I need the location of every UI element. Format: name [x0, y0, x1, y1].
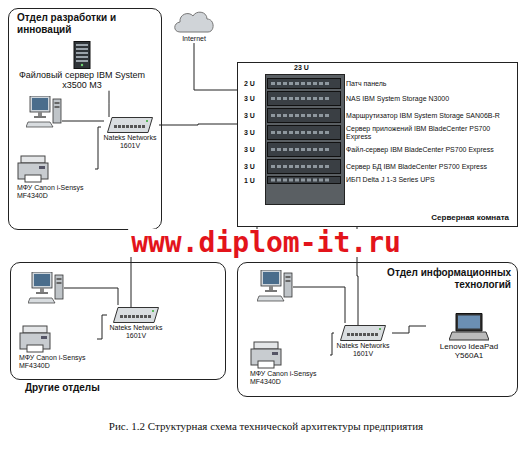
watermark: www.diplom-it.ru [128, 229, 404, 257]
device-label: Nateks Networks 1601V [101, 134, 159, 150]
department-box: Отдел разработки и инновацийФайловый сер… [8, 8, 162, 230]
device-label: Файловый сервер IBM System x3500 M3 [17, 70, 147, 91]
device-name: Файл-сервер IBM BladeCenter PS700 Expres… [346, 146, 510, 154]
pc-wire [64, 288, 118, 305]
dev-icon [267, 91, 341, 106]
switch-item: Nateks Networks 1601V [334, 325, 392, 358]
heading: Отдел разработки и инноваций [17, 12, 157, 36]
pc-wire [293, 287, 345, 323]
dev-icon [267, 108, 341, 123]
device-label: Lenovo IdeaPad Y560A1 [426, 342, 512, 360]
device-name: NAS IBM System Storage N3000 [346, 95, 510, 103]
device-label: Nateks Networks 1601V [107, 324, 165, 340]
switch-item: Nateks Networks 1601V [101, 117, 159, 150]
unit-size: 1 U [244, 177, 262, 184]
switch-icon [107, 117, 153, 133]
rack-unit: 3 U Сервер приложений IBM BladeCenter PS7… [244, 124, 510, 141]
mfp-icon [250, 341, 282, 369]
figure-caption: Рис. 1.2 Структурная схема технической а… [0, 420, 532, 432]
device-label: МФУ Canon i-Sensys MF4340D [19, 354, 97, 370]
heading: Другие отделы [25, 382, 100, 394]
unit-size: 2 U [244, 80, 262, 87]
network-link [95, 127, 101, 169]
unit-size: 3 U [244, 129, 262, 136]
device-name: Патч панель [346, 80, 510, 88]
cloud-icon [172, 8, 216, 34]
printer-item: МФУ Canon i-Sensys MF4340D [17, 155, 95, 200]
server-room-box: 23 U Серверная комната 2 U Патч панель 3 U NA… [237, 62, 518, 227]
heading: 23 U [294, 64, 309, 71]
switch-icon [340, 325, 386, 341]
network-link [97, 315, 107, 339]
device-name: Сервер приложений IBM BladeCenter PS700 … [346, 125, 510, 140]
department-box: Другие отделыNateks Networks 1601VМФУ Ca… [10, 262, 226, 380]
internet-cloud: Internet [172, 8, 216, 43]
unit-size: 3 U [244, 146, 262, 153]
network-link [392, 326, 426, 333]
pc-icon [257, 270, 292, 301]
dev-icon [267, 78, 341, 89]
pc-icon [26, 96, 61, 127]
mfp-icon [17, 155, 49, 183]
network-link [330, 333, 334, 355]
device-label: Internet [172, 35, 216, 43]
dev-icon [267, 176, 341, 184]
pc-wire [62, 121, 104, 122]
device-name: Сервер БД IBM BladeCenter PS700 Express [346, 163, 510, 171]
mfp-icon [19, 325, 51, 353]
printer-item: МФУ Canon i-Sensys MF4340D [250, 341, 330, 386]
pc-icon [28, 272, 63, 303]
network-link [194, 43, 237, 90]
network-link [109, 91, 110, 117]
dev-icon [267, 125, 341, 140]
switch-icon [113, 307, 159, 323]
device-label: МФУ Canon i-Sensys MF4340D [17, 184, 95, 200]
rack-unit: 3 U NAS IBM System Storage N3000 [244, 90, 510, 107]
unit-size: 3 U [244, 95, 262, 102]
dev-icon [267, 142, 341, 157]
heading: Серверная комната [431, 213, 509, 222]
server-icon [70, 41, 94, 69]
network-link [159, 124, 237, 125]
rack-unit: 3 U Маршрутизатор IBM System Storage SAN0… [244, 107, 510, 124]
rack-unit: 3 U Сервер БД IBM BladeCenter PS700 Expre… [244, 158, 510, 175]
device-label: МФУ Canon i-Sensys MF4340D [250, 370, 330, 386]
device-label: Nateks Networks 1601V [334, 342, 392, 358]
rack-unit: 3 U Файл-сервер IBM BladeCenter PS700 Exp… [244, 141, 510, 158]
unit-size: 3 U [244, 163, 262, 170]
dev-icon [267, 159, 341, 174]
laptop-icon [449, 313, 489, 341]
heading: Отдел информационных технологий [361, 267, 511, 291]
server-item: Файловый сервер IBM System x3500 M3 [17, 41, 147, 91]
laptop-item: Lenovo IdeaPad Y560A1 [426, 313, 512, 360]
rack-unit: 1 U ИБП Delta J 1-3 Series UPS [244, 175, 510, 185]
department-box: Отдел информационных технологийNateks Ne… [237, 262, 518, 397]
rack-unit: 2 U Патч панель [244, 77, 510, 90]
printer-item: МФУ Canon i-Sensys MF4340D [19, 325, 97, 370]
switch-item: Nateks Networks 1601V [107, 307, 165, 340]
device-name: ИБП Delta J 1-3 Series UPS [346, 176, 510, 184]
unit-size: 3 U [244, 112, 262, 119]
device-name: Маршрутизатор IBM System Storage SAN06B-… [346, 112, 510, 120]
